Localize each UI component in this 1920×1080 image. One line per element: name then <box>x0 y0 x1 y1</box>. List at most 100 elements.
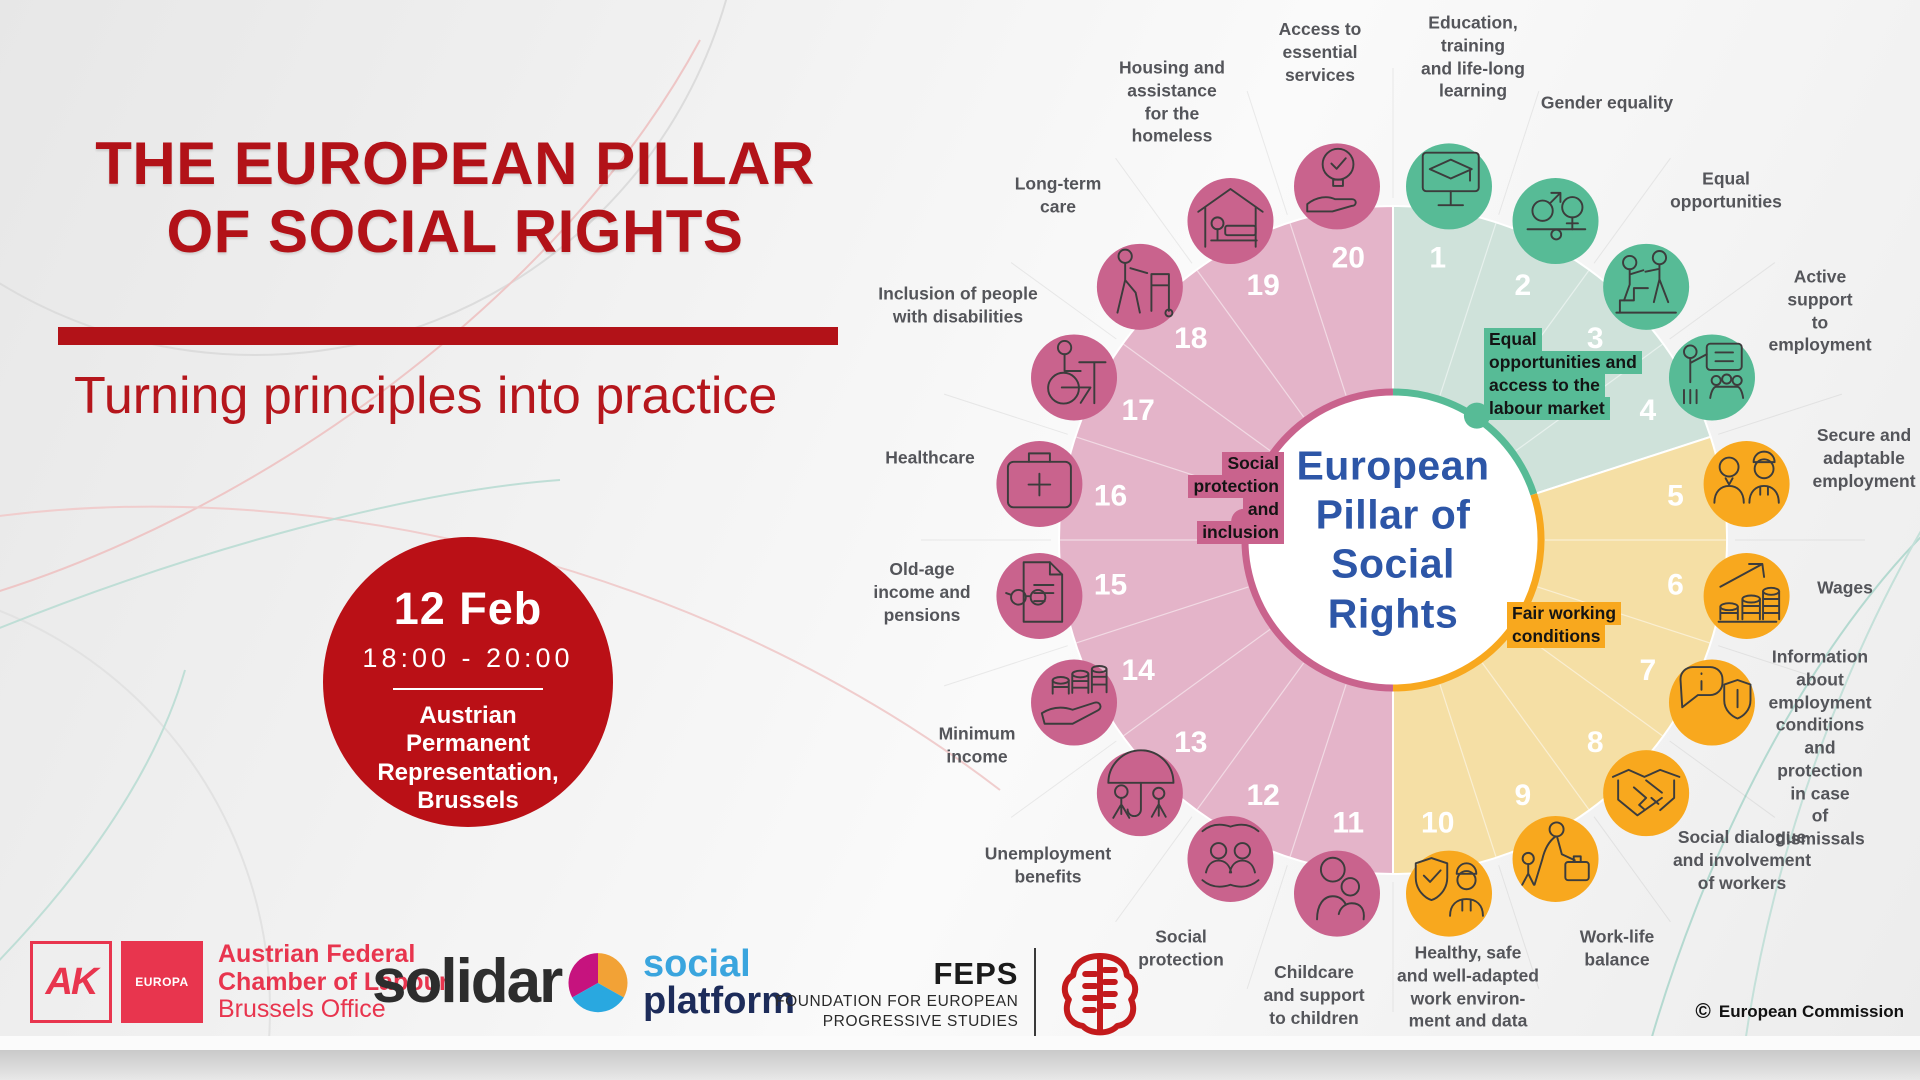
ak-europa-box: EUROPA <box>121 941 203 1024</box>
bulb-hand-icon <box>1306 147 1357 213</box>
title-line-2: OF SOCIAL RIGHTS <box>166 198 744 266</box>
label-separator <box>1669 262 1776 340</box>
poster-title: THE EUROPEAN PILLAR OF SOCIAL RIGHTS <box>35 130 875 267</box>
principle-circle-9 <box>1512 815 1599 902</box>
logo-solidar: solidar <box>372 947 563 1016</box>
poster-subtitle: Turning principles into practice <box>74 367 778 425</box>
principle-number-9: 9 <box>1514 779 1531 812</box>
sector-separator <box>1076 586 1249 644</box>
principle-number-18: 18 <box>1174 322 1207 355</box>
category-label-line: labour market <box>1484 397 1642 421</box>
info-shield-icon <box>1679 666 1752 720</box>
helping-hand-icon <box>1615 250 1677 314</box>
principle-circle-12 <box>1187 815 1274 902</box>
education-icon <box>1421 151 1480 207</box>
principle-circle-3 <box>1603 243 1690 330</box>
principle-label-4: Active support to employment <box>1768 266 1872 355</box>
sector-separator <box>1289 223 1347 396</box>
category-label-line: conditions <box>1507 625 1621 649</box>
principle-number-12: 12 <box>1246 779 1279 812</box>
sector-separator <box>1289 684 1347 857</box>
principle-number-4: 4 <box>1639 394 1656 427</box>
sector-separator <box>1439 684 1497 857</box>
umbrella-person-icon <box>1107 749 1175 819</box>
sector-separator <box>1123 343 1271 452</box>
label-separator <box>1115 816 1193 923</box>
principle-circle-15 <box>996 553 1083 640</box>
principle-number-2: 2 <box>1514 269 1531 302</box>
principle-label-18: Long-term care <box>1014 173 1102 216</box>
principle-label-9: Work-life balance <box>1579 926 1655 969</box>
sector-separator <box>1439 223 1497 396</box>
category-label-line: opportunities and <box>1484 351 1642 375</box>
event-date: 12 Feb <box>393 583 543 634</box>
principle-number-15: 15 <box>1094 569 1127 602</box>
coins-growth-icon <box>1717 563 1781 623</box>
shield-check-worker-icon <box>1414 857 1484 917</box>
label-separator <box>1498 865 1540 990</box>
principle-number-1: 1 <box>1429 242 1446 275</box>
label-separator <box>1498 90 1540 215</box>
wheel-hub <box>1245 392 1541 688</box>
sector-separator <box>1537 586 1710 644</box>
principle-label-20: Access to essential services <box>1278 18 1362 85</box>
principle-label-15: Old-age income and pensions <box>873 558 971 625</box>
title-divider <box>58 327 838 345</box>
footer-edge <box>0 1036 1920 1050</box>
principle-number-6: 6 <box>1667 569 1684 602</box>
principle-circle-8 <box>1603 750 1690 837</box>
feps-wordmark: FEPS FOUNDATION FOR EUROPEAN PROGRESSIVE… <box>775 956 1018 1032</box>
principle-number-13: 13 <box>1174 726 1207 759</box>
gender-equality-icon <box>1526 191 1587 241</box>
principle-label-6: Wages <box>1817 577 1873 598</box>
feps-brain-icon <box>1062 953 1139 1036</box>
logo-feps: FEPS FOUNDATION FOR EUROPEAN PROGRESSIVE… <box>775 948 1148 1040</box>
feps-line1: FOUNDATION FOR EUROPEAN <box>775 992 1019 1010</box>
category-dot <box>1463 402 1490 429</box>
workers-icon <box>1713 450 1780 504</box>
first-aid-kit-icon <box>1006 452 1072 509</box>
principle-number-19: 19 <box>1246 269 1279 302</box>
wheel-center-title: European Pillar of Social Rights <box>1296 442 1490 637</box>
category-label-line: access to the <box>1484 374 1642 398</box>
principle-number-14: 14 <box>1121 654 1155 687</box>
principle-label-2: Gender equality <box>1540 92 1674 113</box>
principle-circle-1 <box>1406 143 1493 230</box>
social-platform-wordmark: social platform <box>643 943 795 1020</box>
principle-number-8: 8 <box>1587 726 1604 759</box>
category-label-line: Fair working <box>1507 602 1622 626</box>
feps-line2: PROGRESSIVE STUDIES <box>822 1013 1019 1030</box>
ak-line1: Austrian Federal <box>218 940 416 968</box>
label-separator <box>1010 262 1117 340</box>
label-separator <box>1593 816 1671 923</box>
principle-circle-10 <box>1406 850 1493 937</box>
sector-separator <box>1481 662 1590 810</box>
ak-monogram: AK <box>30 941 112 1024</box>
sector-separator <box>1196 662 1305 810</box>
principle-label-1: Education, training and life-long learni… <box>1420 12 1526 101</box>
principle-circle-2 <box>1512 178 1599 265</box>
hand-coins-icon <box>1040 665 1108 725</box>
label-separator <box>1593 157 1671 264</box>
principle-number-16: 16 <box>1094 479 1127 512</box>
parent-child-icon <box>1316 856 1365 921</box>
event-time: 18:00 - 20:00 <box>362 643 574 673</box>
label-separator <box>1669 740 1776 818</box>
label-separator <box>1718 393 1843 435</box>
sp-word-social: social <box>643 943 751 985</box>
category-label-line: and <box>1092 498 1284 522</box>
principle-label-5: Secure and adaptable employment <box>1812 424 1916 491</box>
logo-social-platform: social platform <box>565 943 795 1020</box>
work-life-icon <box>1521 821 1590 886</box>
principle-number-5: 5 <box>1667 479 1684 512</box>
house-bed-icon <box>1197 188 1264 248</box>
principle-label-3: Equal opportunities <box>1670 168 1782 211</box>
principle-number-11: 11 <box>1332 806 1364 839</box>
sector-separator <box>1537 436 1710 494</box>
title-line-1: THE EUROPEAN PILLAR <box>95 130 815 197</box>
logo-ak-europa: AK EUROPA Austrian Federal Chamber of La… <box>30 940 449 1024</box>
principle-label-10: Healthy, safe and well-adapted work envi… <box>1397 942 1539 1031</box>
principle-label-11: Childcare and support to children <box>1263 961 1365 1028</box>
